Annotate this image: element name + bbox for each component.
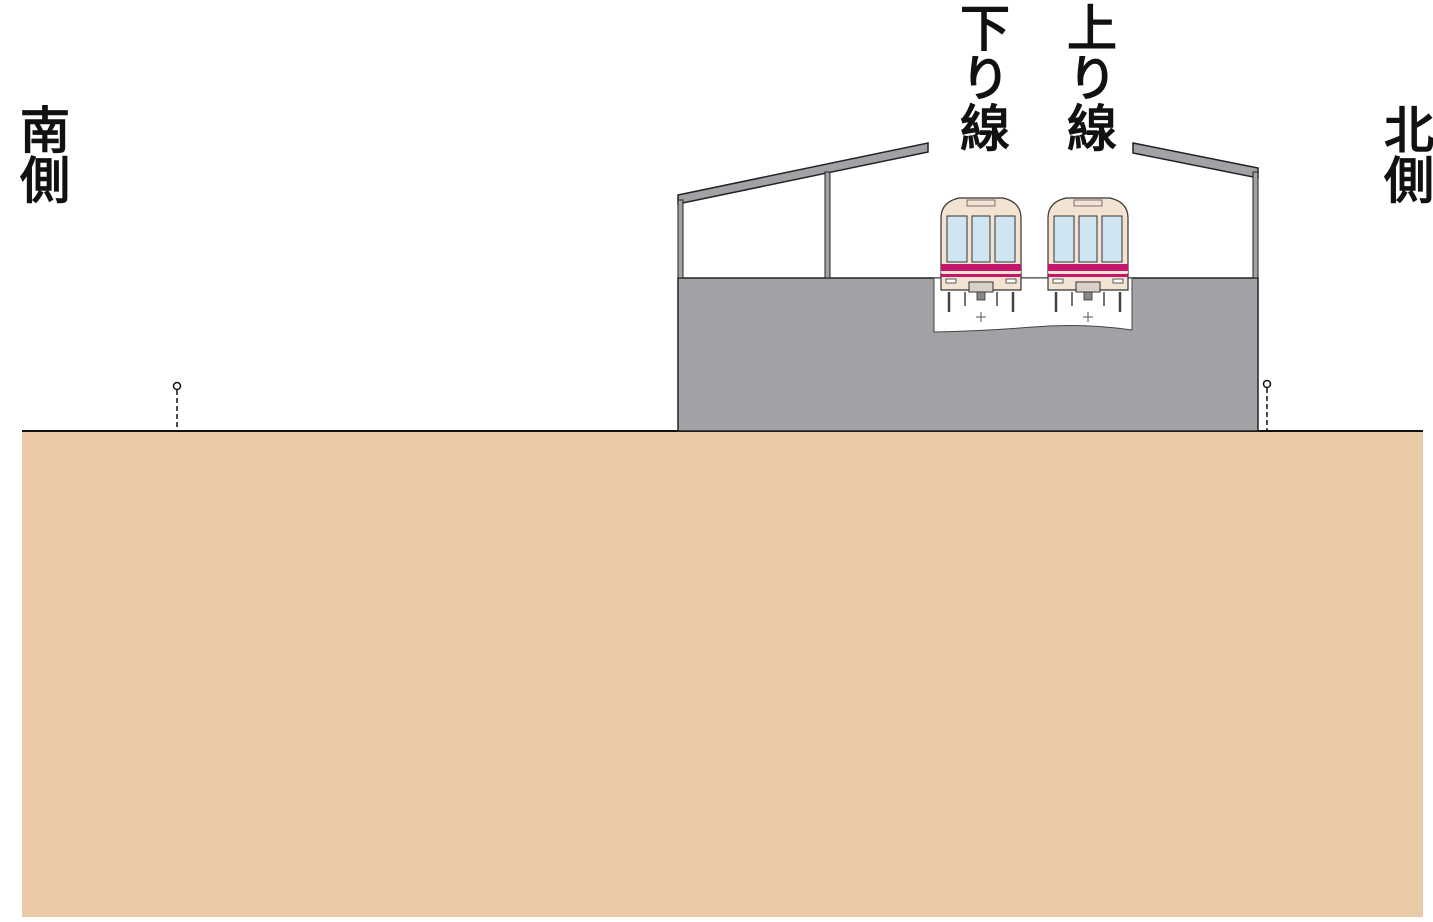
south-side-label: 南側 — [12, 104, 70, 204]
up-line-label: 上り線 — [1059, 2, 1117, 152]
left-canopy — [677, 142, 929, 279]
post-south — [172, 381, 182, 431]
ground-fill — [22, 431, 1423, 917]
down-line-label: 下り線 — [952, 2, 1010, 152]
north-side-label: 北側 — [1376, 104, 1433, 204]
right-canopy — [1132, 142, 1259, 279]
post-north — [1262, 379, 1272, 431]
